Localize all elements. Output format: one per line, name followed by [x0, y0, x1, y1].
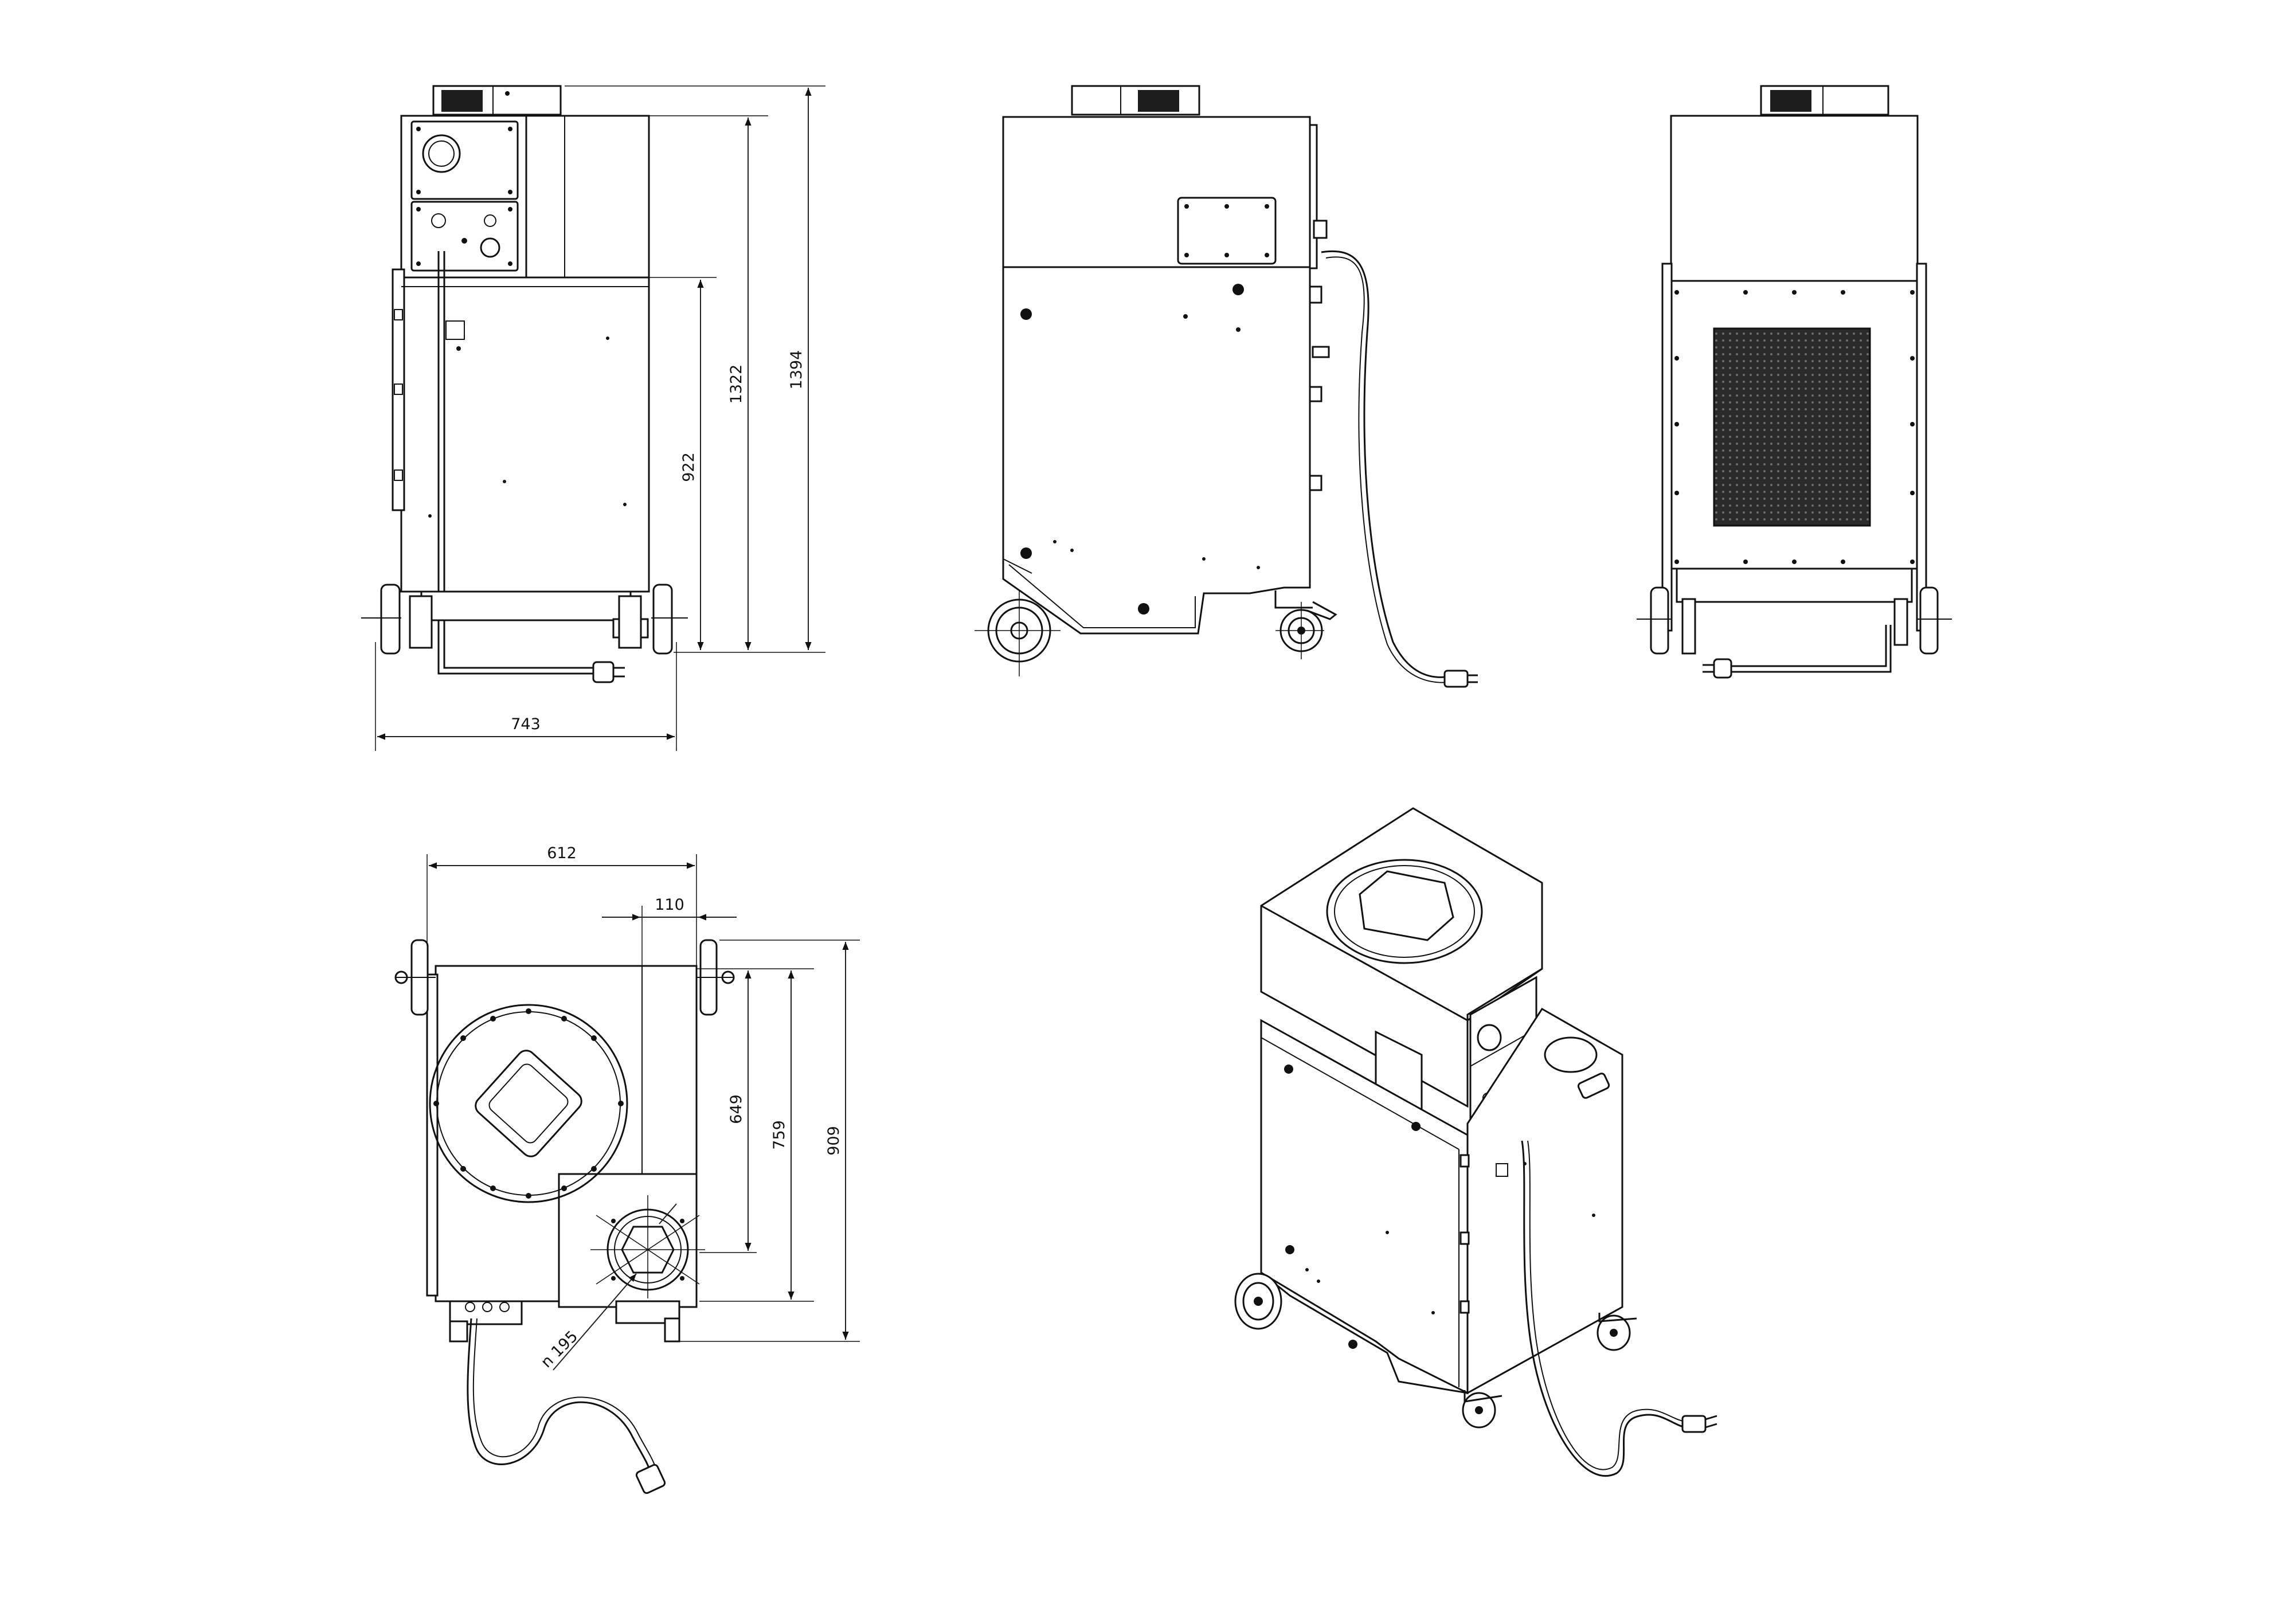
dim-label-909: 909: [825, 1126, 843, 1156]
isometric-view: [1234, 807, 1717, 1477]
rear-screws: [1674, 290, 1915, 564]
dim-line-diameter: [553, 1273, 637, 1371]
dim-label-total: 1394: [788, 350, 805, 390]
port-screws: [433, 1008, 624, 1199]
dim-label-lower: 922: [680, 452, 698, 482]
panel-screws: [416, 127, 512, 266]
dim-label-diameter: n 195: [538, 1328, 582, 1372]
dim-label-top-offset: 110: [655, 896, 684, 914]
top-view: 612 110 649 759 909 n 195: [394, 844, 860, 1494]
rear-view: [1637, 85, 1952, 679]
dim-label-649: 649: [727, 1094, 745, 1124]
dim-label-width: 743: [511, 715, 541, 733]
side-view: [975, 85, 1478, 688]
front-view: 922 1322 1394 743: [361, 85, 825, 751]
dim-label-top-width: 612: [547, 844, 577, 862]
filter-grille: [1713, 327, 1871, 527]
dim-label-759: 759: [770, 1120, 788, 1150]
dim-label-body: 1322: [727, 365, 745, 404]
